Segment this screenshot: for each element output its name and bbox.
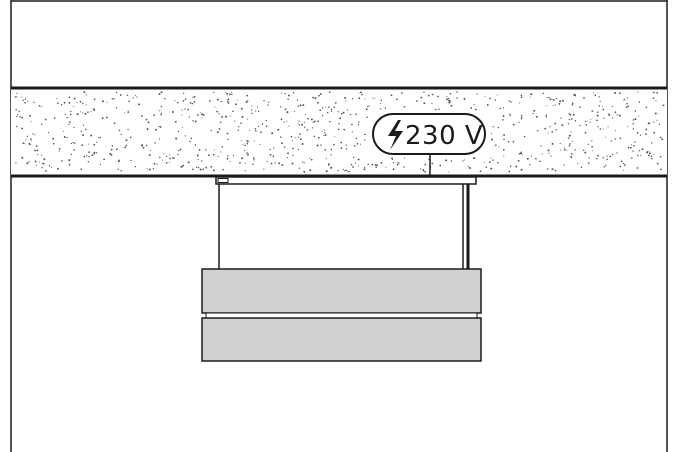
- lightning-bolt-icon: [388, 120, 403, 150]
- luminaire-upper-section: [201, 268, 482, 314]
- ceiling-slab: [11, 86, 667, 178]
- voltage-label-text: 230 V: [405, 121, 483, 151]
- ceiling-mount-plate: [215, 176, 477, 185]
- voltage-label-box: [372, 113, 486, 155]
- ceiling-speckle-texture: [15, 91, 665, 173]
- voltage-callout: 230 V: [372, 113, 486, 180]
- luminaire-body: [201, 268, 482, 362]
- luminaire-lower-section: [201, 317, 482, 362]
